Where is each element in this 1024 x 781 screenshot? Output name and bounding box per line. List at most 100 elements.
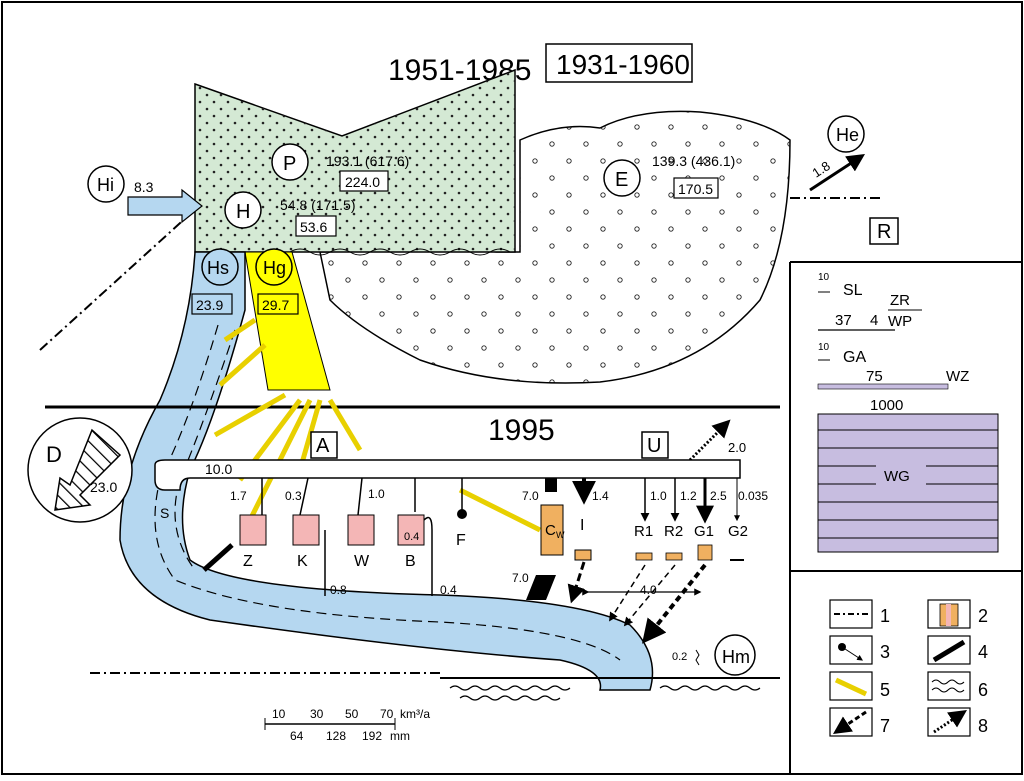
evap-value: 139.3 (436.1)	[652, 153, 735, 169]
scale-unit: km³/a	[400, 707, 430, 721]
svg-text:4: 4	[978, 642, 988, 662]
scale-bottom-unit: mm	[390, 729, 410, 743]
well-g2-label: G2	[728, 523, 748, 540]
svg-text:37: 37	[835, 312, 852, 329]
scale-top-1: 30	[310, 707, 324, 721]
svg-text:75: 75	[866, 368, 883, 385]
runoff-circle: H	[236, 201, 250, 223]
user-z: 1.7 Z	[202, 478, 267, 572]
runoff-boxed: 53.6	[300, 219, 327, 235]
user-b-value: 0.4	[404, 531, 419, 543]
well-g2: 0.035 G2	[728, 478, 768, 561]
legend-sl: SL	[843, 282, 863, 299]
inflow-arrow	[127, 188, 203, 224]
industry-label: I	[580, 517, 584, 534]
wells-return-value: 4.0	[640, 583, 657, 597]
well-g2-value: 0.035	[738, 489, 768, 503]
diversion-value: 23.0	[90, 479, 117, 495]
f-label: F	[456, 532, 466, 549]
outflow-circle: He	[836, 125, 859, 145]
inflow-circle: Hi	[97, 175, 114, 195]
user-w: 1.0 W	[347, 477, 385, 570]
svg-text:5: 5	[880, 680, 890, 700]
cw-top: 7.0	[522, 489, 539, 503]
industry-value: 1.4	[592, 489, 609, 503]
svg-text:10: 10	[818, 272, 830, 283]
well-g1-value: 2.5	[710, 489, 727, 503]
surface-value: 23.9	[196, 297, 223, 313]
hm-circle: Hm	[722, 647, 750, 667]
supply-canal	[154, 459, 741, 491]
evap-circle: E	[615, 169, 628, 191]
bedrock	[440, 677, 780, 701]
well-r1: 1.0 R1	[634, 478, 667, 561]
svg-text:1000: 1000	[870, 397, 903, 414]
diversion-label: D	[46, 442, 62, 467]
user-b: 0.4 B 0.4	[397, 478, 457, 597]
well-g1-label: G1	[694, 523, 714, 540]
scale-bottom-2: 192	[362, 729, 382, 743]
scale-bottom-0: 64	[290, 729, 304, 743]
precip-value: 193.1 (617.6)	[326, 153, 409, 169]
scale-bottom-1: 128	[326, 729, 346, 743]
return-k: 0.8	[330, 583, 347, 597]
u-value: 2.0	[728, 440, 746, 455]
well-r1-label: R1	[634, 523, 653, 540]
legend-wp: WP	[888, 313, 912, 330]
user-k: 0.3 K 0.8	[285, 477, 347, 597]
well-g1: 2.5 G1	[694, 478, 727, 561]
river	[119, 251, 654, 691]
precip-circle: P	[283, 153, 296, 175]
precip-boxed: 224.0	[345, 174, 380, 190]
user-k-label: K	[297, 553, 308, 570]
legend-wg: WG	[884, 468, 910, 485]
s-label: S	[160, 505, 169, 521]
svg-text:10: 10	[818, 342, 830, 353]
well-r2: 1.2 R2	[664, 478, 697, 561]
scale-top-3: 70	[380, 707, 394, 721]
return-b: 0.4	[440, 583, 457, 597]
svg-text:7: 7	[880, 716, 890, 736]
legend-wz: WZ	[946, 368, 969, 385]
user-b-label: B	[405, 553, 416, 570]
surface-circle: Hs	[207, 258, 229, 278]
evap-boxed: 170.5	[678, 181, 713, 197]
box-u: U	[647, 435, 661, 457]
well-r2-value: 1.2	[680, 489, 697, 503]
ground-value: 29.7	[262, 297, 289, 313]
period-boxed: 1931-1960	[556, 49, 690, 80]
inflow-value: 8.3	[134, 179, 154, 195]
svg-text:1: 1	[880, 606, 890, 626]
user-w-value: 1.0	[368, 487, 385, 501]
diversion-arrow	[54, 428, 122, 511]
period-lower: 1995	[488, 414, 555, 447]
svg-text:6: 6	[978, 680, 988, 700]
svg-text:2: 2	[978, 606, 988, 626]
legend-symbols: 1 2 3 4 5 6 7 8	[829, 599, 988, 737]
legend-zr: ZR	[890, 292, 910, 309]
runoff-value: 54.8 (171.5)	[280, 197, 356, 213]
box-a: A	[316, 435, 330, 457]
svg-text:8: 8	[978, 716, 988, 736]
region-label: R	[877, 221, 891, 243]
user-z-value: 1.7	[230, 489, 247, 503]
outflow-arrow	[809, 154, 866, 192]
user-w-label: W	[354, 553, 370, 570]
scale-top-2: 50	[345, 707, 359, 721]
cw-bottom: 7.0	[512, 571, 529, 585]
cw-sub: W	[556, 530, 565, 540]
svg-text:3: 3	[880, 642, 890, 662]
legend-strata: 10 SL 37 4 ZR WP 10 GA 75 WZ 1000 WG	[817, 272, 999, 553]
hm-value: 0.2	[672, 651, 687, 663]
evaporation-cloud	[319, 110, 791, 384]
cw-label: C	[545, 522, 556, 539]
well-r2-label: R2	[664, 523, 683, 540]
user-k-value: 0.3	[285, 489, 302, 503]
ground-circle: Hg	[263, 258, 286, 278]
svg-text:4: 4	[870, 312, 878, 329]
well-r1-value: 1.0	[650, 489, 667, 503]
scale-top-0: 10	[272, 707, 286, 721]
